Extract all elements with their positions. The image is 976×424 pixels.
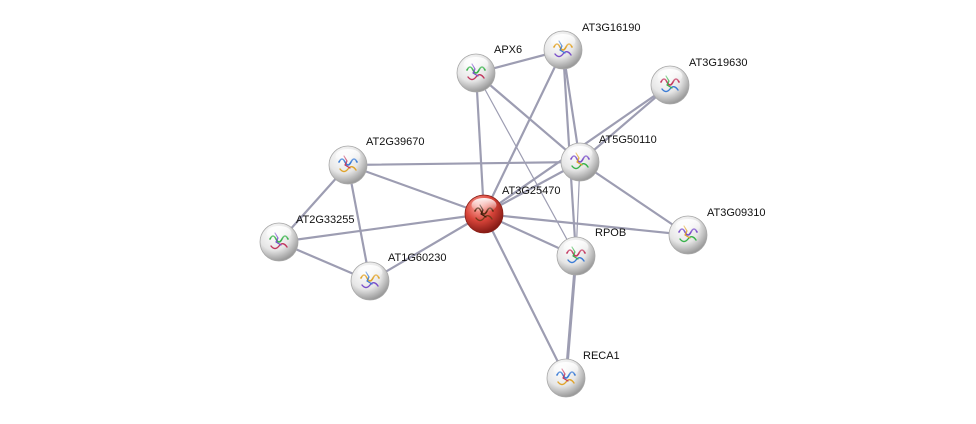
node-label: AT1G60230 (388, 252, 447, 264)
nodes-layer: AT3G25470 APX6 AT3G16190AT3G19630AT5G50110… (259, 22, 766, 398)
node-apx6[interactable]: APX6 (456, 44, 522, 93)
node-at5g50110[interactable]: AT5G50110 (560, 134, 657, 182)
node-label: AT3G16190 (582, 22, 641, 34)
node-label: RPOB (595, 227, 626, 239)
node-gloss (471, 198, 497, 212)
node-rpob[interactable]: RPOB (556, 227, 626, 276)
node-gloss (266, 226, 292, 240)
node-at3g19630[interactable]: AT3G19630 (650, 57, 748, 105)
edge-at3g19630-at5g50110 (578, 83, 672, 164)
node-gloss (357, 265, 383, 279)
node-label: AT3G25470 (502, 185, 561, 197)
node-label: AT5G50110 (599, 134, 657, 146)
node-at2g39670[interactable]: AT2G39670 (328, 136, 425, 185)
node-gloss (463, 57, 489, 71)
node-label: APX6 (494, 44, 522, 56)
node-reca1[interactable]: RECA1 (546, 350, 620, 398)
edge-at3g25470-at3g09310 (482, 212, 690, 237)
edge-at3g25470-at2g33255 (277, 212, 486, 244)
edge-at3g25470-at1g60230 (368, 212, 486, 283)
node-gloss (553, 362, 579, 376)
node-at1g60230[interactable]: AT1G60230 (350, 252, 447, 301)
edge-apx6-rpob (475, 72, 577, 257)
edge-at3g25470-apx6 (474, 71, 486, 216)
edge-at2g39670-at1g60230 (346, 163, 372, 283)
node-label: AT3G09310 (707, 207, 766, 219)
node-gloss (567, 146, 593, 160)
node-gloss (563, 240, 589, 254)
node-label: AT3G19630 (689, 57, 748, 69)
edge-at3g25470-at2g39670 (346, 163, 486, 216)
node-at3g16190[interactable]: AT3G16190 (543, 22, 641, 70)
node-label: AT2G39670 (366, 136, 425, 148)
edge-apx6-at5g50110 (474, 71, 582, 164)
node-gloss (657, 69, 683, 83)
edge-at3g25470-at3g16190 (482, 48, 565, 216)
node-gloss (335, 149, 361, 163)
node-gloss (550, 34, 576, 48)
edge-at5g50110-at2g39670 (346, 160, 582, 167)
edge-at5g50110-at3g09310 (578, 160, 690, 237)
node-at3g09310[interactable]: AT3G09310 (668, 207, 766, 255)
edge-rpob-reca1 (564, 254, 578, 380)
node-label: RECA1 (583, 350, 620, 362)
node-label: AT2G33255 (296, 214, 355, 226)
edge-at3g25470-reca1 (482, 212, 568, 380)
node-at3g25470[interactable]: AT3G25470 (464, 185, 561, 234)
node-gloss (675, 219, 701, 233)
node-at2g33255[interactable]: AT2G33255 (259, 214, 355, 262)
